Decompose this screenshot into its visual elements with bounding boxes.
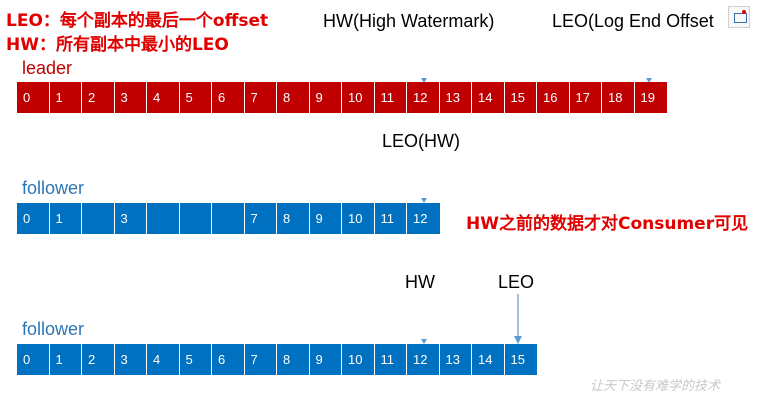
leo-hw-marker-icon: [421, 198, 427, 203]
log-cell: 11: [374, 344, 407, 375]
log-cell: 3: [114, 344, 147, 375]
log-cell: 2: [82, 82, 115, 113]
leo-label: LEO: [498, 272, 535, 292]
log-cell: 9: [309, 344, 342, 375]
leader-label: leader: [22, 58, 73, 78]
follower-2-log-row: 0 1 2 3 4 5 6 7 8 9 10 11 12 13 14 15: [17, 344, 537, 375]
log-cell: 0: [17, 203, 50, 234]
log-cell: 10: [342, 344, 375, 375]
log-cell: 7: [244, 203, 277, 234]
log-cell: 13: [439, 344, 472, 375]
log-cell: 8: [277, 203, 310, 234]
log-cell: 16: [537, 82, 570, 113]
log-cell: 1: [49, 344, 82, 375]
log-cell: [82, 203, 115, 234]
log-cell: 5: [179, 82, 212, 113]
log-cell: 8: [277, 82, 310, 113]
log-cell: 11: [374, 82, 407, 113]
log-cell: 9: [309, 203, 342, 234]
log-cell: 13: [439, 82, 472, 113]
leo-definition: LEO：每个副本的最后一个offset: [6, 11, 269, 31]
log-cell: 19: [634, 82, 667, 113]
log-cell: 11: [374, 203, 407, 234]
leo-hw-label: LEO(HW): [382, 131, 460, 151]
notification-dot-icon: [742, 10, 746, 14]
log-cell: [179, 203, 212, 234]
follower-1-log-row: 0 1 3 7 8 9 10 11 12: [17, 203, 440, 234]
log-cell: 14: [472, 82, 505, 113]
hw-high-watermark-label: HW(High Watermark): [323, 11, 495, 31]
log-cell: 6: [212, 82, 245, 113]
leo-arrow-icon: [514, 294, 522, 344]
leo-marker-icon: [646, 78, 652, 83]
hw-marker-icon: [421, 78, 427, 83]
log-cell: 14: [472, 344, 505, 375]
leo-log-end-offset-label: LEO(Log End Offset: [552, 11, 714, 31]
log-cell: 3: [114, 203, 147, 234]
follower-2-label: follower: [22, 319, 85, 339]
log-cell: 9: [309, 82, 342, 113]
watermark: 让天下没有难学的技术: [590, 379, 721, 394]
log-cell: 12: [407, 82, 440, 113]
log-cell: 15: [504, 344, 537, 375]
log-cell: 1: [49, 203, 82, 234]
log-cell: 10: [342, 82, 375, 113]
follower-1-label: follower: [22, 178, 85, 198]
log-cell: 17: [569, 82, 602, 113]
log-cell: 0: [17, 82, 50, 113]
consumer-visibility-note: HW之前的数据才对Consumer可见: [466, 214, 749, 234]
log-cell: 3: [114, 82, 147, 113]
window-toggle-button[interactable]: [728, 6, 750, 28]
window-icon: [734, 13, 747, 23]
log-cell: 12: [407, 344, 440, 375]
log-cell: 1: [49, 82, 82, 113]
log-cell: 8: [277, 344, 310, 375]
log-cell: 0: [17, 344, 50, 375]
leader-log-row: 0 1 2 3 4 5 6 7 8 9 10 11 12 13 14 15 16…: [17, 82, 667, 113]
hw-label: HW: [405, 272, 435, 292]
log-cell: 4: [147, 82, 180, 113]
log-cell: 18: [602, 82, 635, 113]
log-cell: 15: [504, 82, 537, 113]
log-cell: [147, 203, 180, 234]
hw-marker-icon: [421, 339, 427, 344]
log-cell: 7: [244, 344, 277, 375]
log-cell: 7: [244, 82, 277, 113]
log-cell: 10: [342, 203, 375, 234]
log-cell: 4: [147, 344, 180, 375]
log-cell: 5: [179, 344, 212, 375]
log-cell: 12: [407, 203, 440, 234]
log-cell: 6: [212, 344, 245, 375]
log-cell: 2: [82, 344, 115, 375]
log-cell: [212, 203, 245, 234]
hw-definition: HW：所有副本中最小的LEO: [6, 35, 229, 55]
